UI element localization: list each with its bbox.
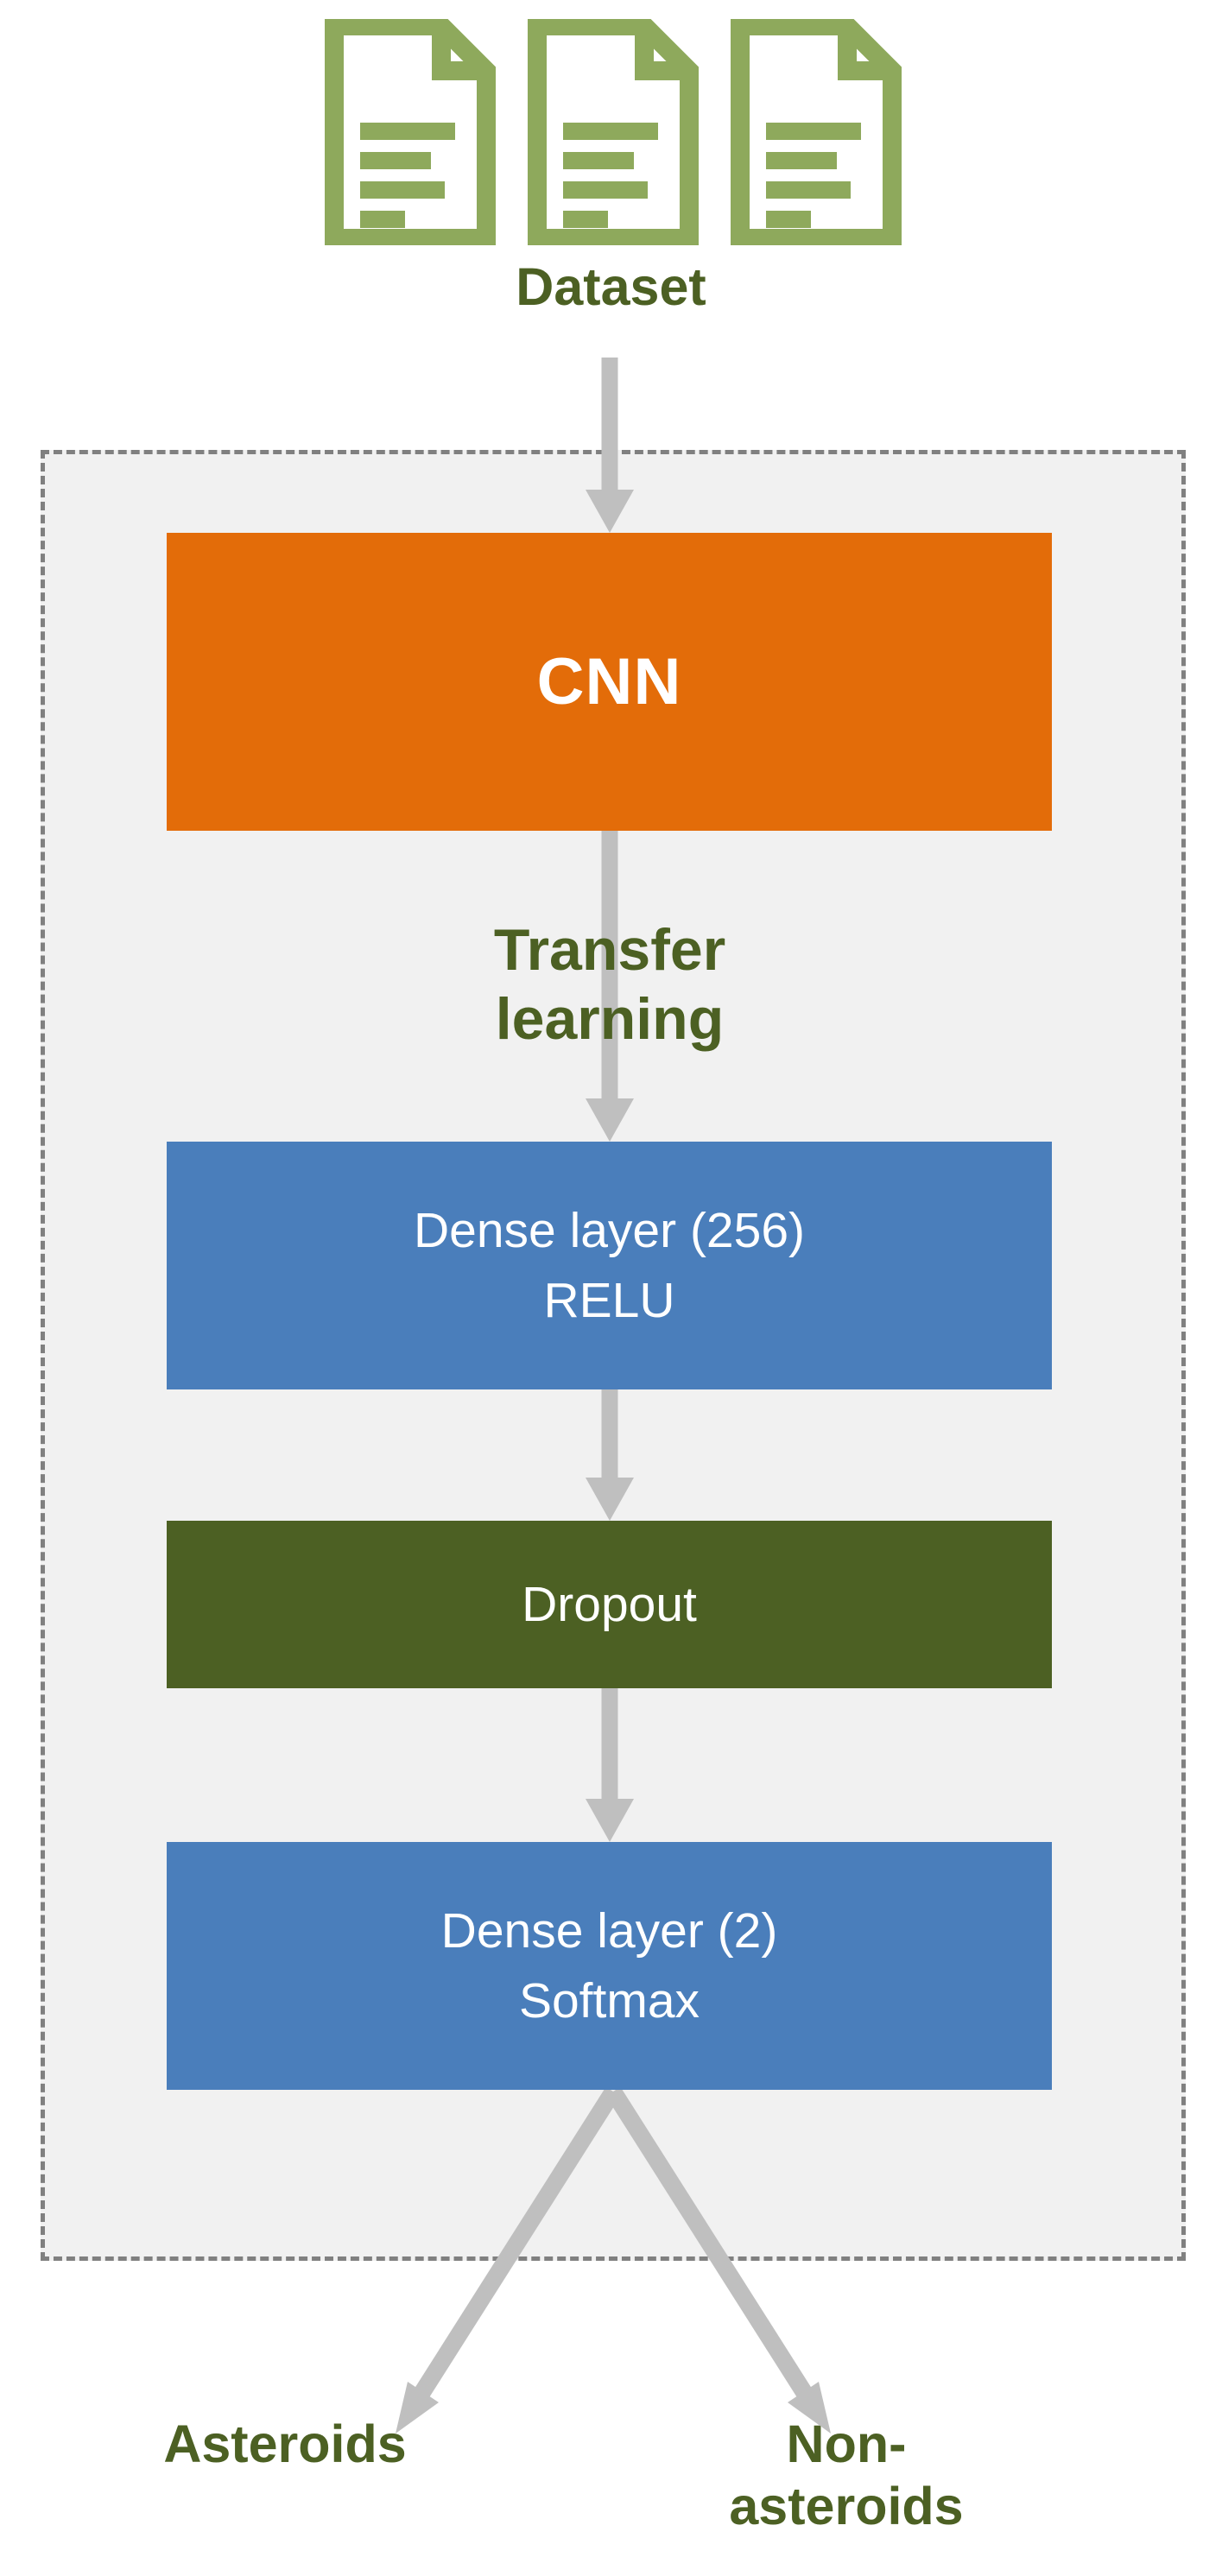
output-non-asteroids-line-1: Non- <box>786 2415 907 2473</box>
arrow-dropout-to-dense2 <box>586 1688 634 1842</box>
arrow-cnn-to-dense256 <box>586 831 634 1142</box>
block-dense2-activation: Softmax <box>518 1972 700 2029</box>
block-cnn[interactable]: CNN <box>167 533 1052 831</box>
arrow-shaft <box>601 1389 618 1478</box>
output-branch-arrows <box>396 2086 831 2434</box>
block-dense-layer-2[interactable]: Dense layer (2) Softmax <box>167 1842 1052 2090</box>
output-non-asteroids-line-2: asteroids <box>729 2476 964 2535</box>
block-dropout-label: Dropout <box>522 1577 697 1632</box>
block-cnn-label: CNN <box>536 645 682 718</box>
arrow-head-down-icon <box>586 1799 634 1842</box>
arrow-shaft <box>601 831 618 1098</box>
arrow-head-down-icon <box>586 1478 634 1521</box>
block-dense-layer-256[interactable]: Dense layer (256) RELU <box>167 1142 1052 1389</box>
arrow-head-down-icon <box>586 490 634 533</box>
dataset-label: Dataset <box>516 257 706 316</box>
arrow-shaft <box>601 1688 618 1799</box>
document-icon-1 <box>325 19 496 245</box>
dataset-icon-group <box>324 19 902 245</box>
arrow-to-asteroids <box>396 2086 621 2434</box>
arrow-head-down-icon <box>586 1098 634 1142</box>
arrow-dataset-to-cnn <box>586 358 634 533</box>
arrow-shaft <box>601 358 618 490</box>
document-icon-2 <box>528 19 699 245</box>
block-dense256-activation: RELU <box>543 1272 675 1328</box>
block-dense2-label: Dense layer (2) <box>440 1902 778 1959</box>
arrow-to-non-asteroids <box>605 2086 831 2434</box>
output-label-asteroids: Asteroids <box>52 2414 518 2476</box>
document-icon-3 <box>731 19 902 245</box>
output-label-non-asteroids: Non- asteroids <box>656 2414 1036 2538</box>
arrow-dense256-to-dropout <box>586 1389 634 1521</box>
output-asteroids-line-1: Asteroids <box>163 2415 407 2473</box>
block-dense256-label: Dense layer (256) <box>413 1202 806 1258</box>
block-dropout[interactable]: Dropout <box>167 1521 1052 1688</box>
